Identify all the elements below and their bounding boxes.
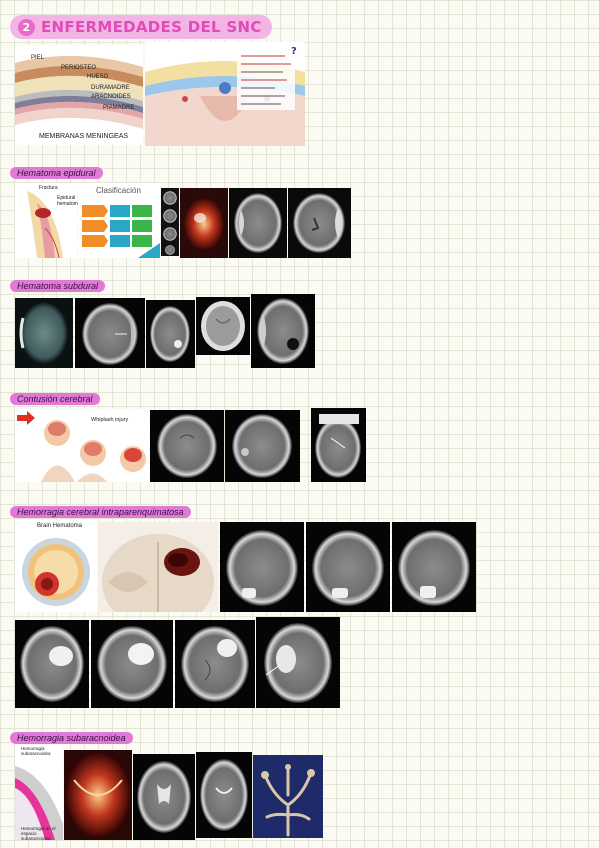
label-piamadre: PIAMADRE — [103, 105, 135, 111]
sah-top-label: Hemorragia subaracnoidea — [21, 746, 51, 756]
intra-ct-6 — [175, 620, 255, 708]
meninges-cross-section: ? — [145, 42, 305, 146]
meninges-caption: MEMBRANAS MENINGEAS — [39, 133, 129, 140]
brain-hematoma-diagram: Brain Hematoma — [15, 520, 97, 612]
intra-ct-1 — [220, 522, 304, 612]
section-heading-subdural: Hematoma subdural — [10, 280, 106, 292]
label-periosteo: PERIOSTEO — [61, 65, 97, 71]
contusion-ct-2 — [225, 410, 300, 482]
clasificacion-title: Clasificación — [96, 186, 141, 195]
cerebral-angiography — [253, 755, 323, 838]
clasificacion-chart: Clasificación — [78, 183, 160, 258]
subdural-ct-4 — [251, 294, 315, 368]
epidural-diagram: Fractura Epidural hematoma — [15, 183, 81, 259]
intra-ct-2 — [306, 522, 390, 612]
whiplash-illustration: Whiplash injury — [15, 409, 149, 482]
epidural-ct-scan-2 — [288, 188, 351, 258]
section-heading-contusion: Contusión cerebral — [10, 393, 100, 405]
subdural-ct-1 — [75, 298, 145, 368]
sah-ct-2 — [196, 752, 252, 838]
section-heading-subaracnoidea: Hemorragia subaracnoidea — [10, 732, 133, 744]
epidural-surgical-photo — [180, 188, 228, 258]
label-hueso: HUESO — [87, 74, 109, 80]
subdural-ct-2 — [146, 300, 195, 368]
intra-ct-4 — [15, 620, 89, 708]
subaracnoidea-diagram: Hemorragia subaracnoidea Hemorragia en e… — [15, 744, 63, 841]
intra-ct-3 — [392, 522, 476, 612]
label-duramadre: DURAMADRE — [91, 85, 130, 91]
contusion-ct-3 — [311, 408, 366, 482]
sah-bottom-label: Hemorragia en el espacio subaracnoideo — [21, 826, 56, 841]
title-number-badge: 2 — [18, 18, 35, 36]
subdural-mri — [15, 298, 73, 368]
page-title-text: ENFERMEDADES DEL SNC — [41, 18, 262, 36]
sah-ct-1 — [133, 754, 195, 840]
epidural-ct-scan-1 — [229, 188, 287, 258]
sah-pathology-photo — [64, 750, 132, 840]
page-title: 2 ENFERMEDADES DEL SNC — [10, 15, 272, 39]
intra-ct-5 — [91, 620, 173, 708]
meninges-diagram: PIEL PERIOSTEO HUESO DURAMADRE ARACNOIDE… — [15, 45, 143, 145]
label-epidural-hematoma: Epidural hematoma — [57, 195, 81, 207]
brain-hematoma-caption: Brain Hematoma — [37, 523, 83, 529]
label-aracnoides: ARACNOIDES — [91, 94, 131, 100]
label-fractura: Fractura — [39, 185, 58, 191]
section-heading-epidural: Hematoma epidural — [10, 167, 103, 179]
intra-ct-7 — [256, 617, 340, 708]
epidural-ct-small-stack — [161, 188, 179, 256]
contusion-ct-1 — [150, 410, 224, 482]
whiplash-caption: Whiplash injury — [91, 417, 129, 423]
svg-text:?: ? — [291, 46, 297, 57]
section-heading-intraparenquimatosa: Hemorragia cerebral intraparenquimatosa — [10, 506, 191, 518]
label-piel: PIEL — [31, 55, 45, 61]
subdural-ct-3 — [196, 297, 250, 355]
brain-pathology-photo — [98, 522, 218, 612]
